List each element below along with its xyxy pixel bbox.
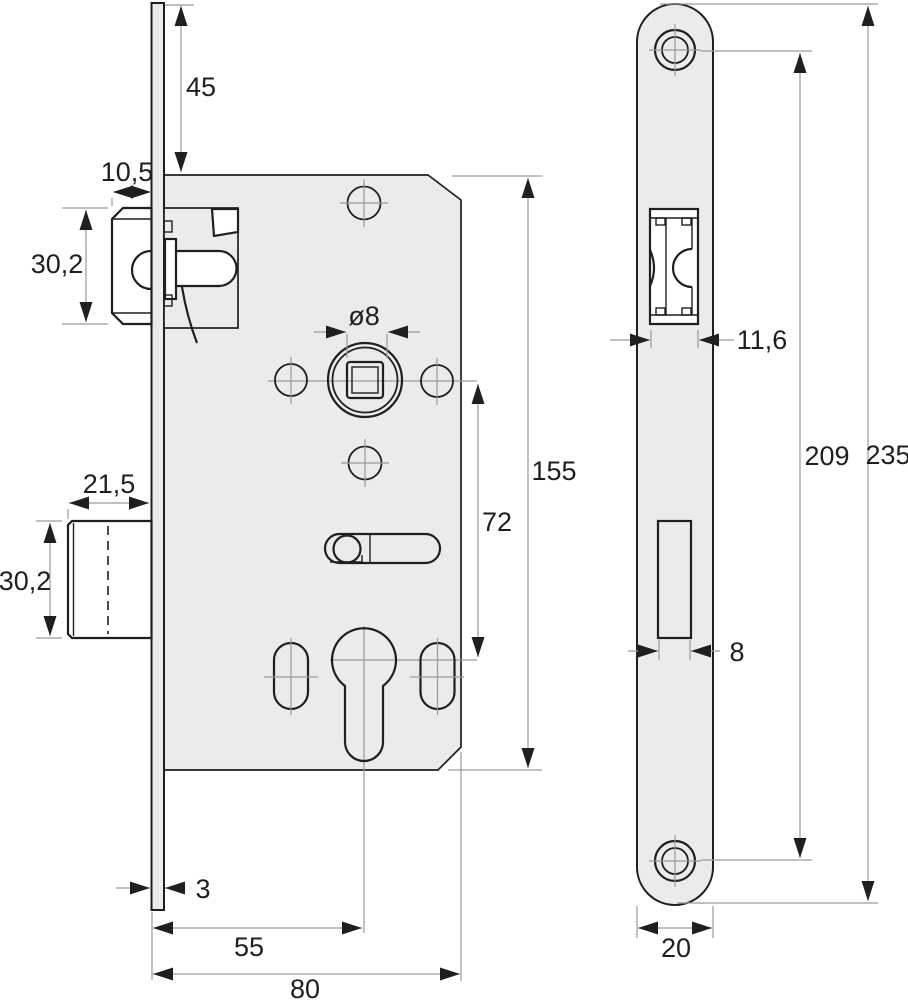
dim-plate-thickness-label: 3 [195, 874, 210, 904]
latch-mechanism [163, 207, 240, 344]
dim-case-height-label: 155 [531, 456, 576, 486]
deadbolt-slot [656, 519, 693, 640]
dim-bolt-projection-label: 21,5 [83, 469, 136, 499]
dim-latch-projection-label: 10,5 [101, 157, 154, 187]
latch-tail [170, 249, 238, 288]
dim-latch-height-label: 30,2 [31, 249, 84, 279]
left-view-dimensions: 45 10,5 30,2 21,5 30,2 ø8 72 155 [0, 4, 577, 1000]
oval-slot-right [410, 638, 464, 715]
dim-bolt-slot-width-label: 8 [729, 637, 744, 667]
euro-cylinder-hole [330, 627, 398, 763]
spindle-square-hole [345, 360, 385, 400]
dim-backset-label: 55 [234, 932, 264, 962]
latch-cutout-right-arc [671, 247, 693, 289]
lever-slot [323, 532, 442, 565]
dim-spindle-square-label: ø8 [348, 301, 380, 331]
faceplate-screw-hole-top [649, 24, 701, 76]
latch-bolt-head [110, 206, 153, 326]
dim-bolt-height-label: 30,2 [0, 566, 51, 596]
right-view-dimensions: 11,6 8 209 235 20 [610, 3, 908, 963]
faceplate-edge [150, 2, 165, 911]
right-view-faceplate-front [636, 3, 714, 906]
dim-plate-top-to-case-label: 45 [186, 72, 216, 102]
spindle-follower [326, 341, 404, 419]
screw-hole-center [341, 439, 389, 487]
dim-plate-width-label: 20 [661, 933, 691, 963]
screw-hole-right [420, 358, 454, 405]
latch-tab-top [163, 220, 173, 233]
dim-axle-to-cylinder-label: 72 [482, 507, 512, 537]
latch-cutout-left-notch [648, 249, 656, 287]
faceplate-front [636, 3, 714, 906]
latch-bevel-arc [130, 249, 152, 291]
left-view-lock-side [66, 2, 477, 933]
dim-case-depth-label: 80 [290, 974, 320, 1000]
oval-slot-left [264, 638, 318, 715]
dim-plate-length-label: 235 [865, 440, 908, 470]
latch-tab-bottom [163, 294, 173, 307]
screw-hole-top [340, 179, 388, 227]
screw-hole-left [274, 357, 308, 404]
latch-spring-block [210, 207, 240, 238]
dim-latch-width-label: 11,6 [737, 325, 788, 355]
faceplate-screw-hole-bottom [649, 835, 701, 887]
latch-spring-wire [180, 286, 199, 344]
dim-screw-distance-label: 209 [804, 441, 849, 471]
latch-guide [163, 237, 178, 301]
latch-cutout [648, 207, 700, 326]
deadbolt [66, 519, 153, 640]
